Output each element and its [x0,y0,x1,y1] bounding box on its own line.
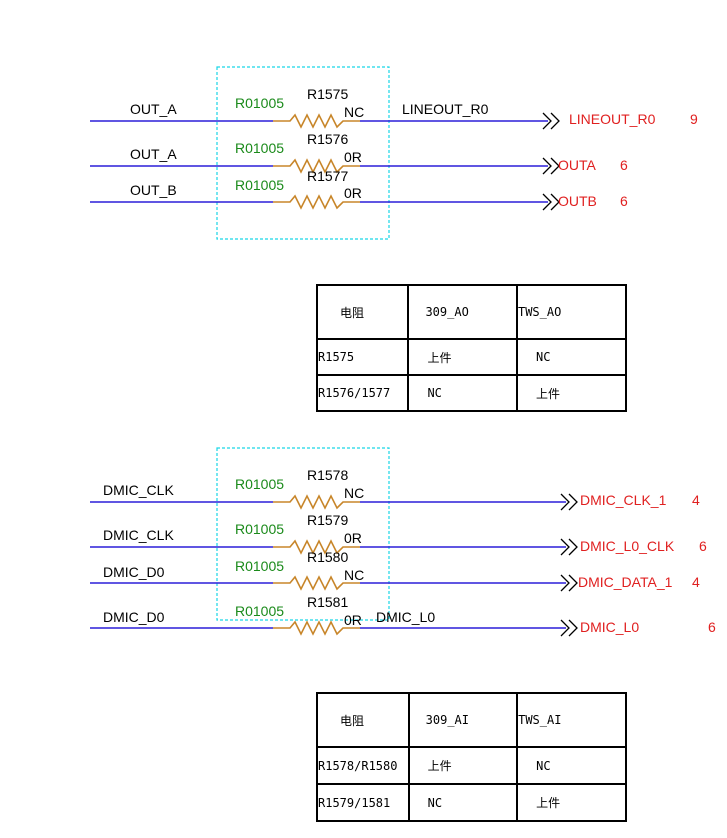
port-name[interactable]: LINEOUT_R0 [569,111,656,127]
resistor-value: NC [344,567,364,583]
resistor-r1577[interactable] [273,194,360,210]
port-name[interactable]: DMIC_DATA_1 [578,574,673,590]
ref-label: R01005 [235,95,284,111]
table-cell: R1575 [318,350,355,364]
resistor-ref: R1579 [307,512,348,528]
offpage-arrow-icon [560,574,570,592]
resistor-value: NC [344,485,364,501]
port-name[interactable]: OUTB [558,193,597,209]
port-page: 4 [692,492,700,508]
resistor-ref: R1577 [307,168,348,184]
table-cell: NC [535,350,551,364]
net-label-in: DMIC_CLK [103,527,174,543]
table-header-row: 电阻 309_AO TWS_AO [315,284,628,340]
table-cell: 上件 [536,796,561,810]
table-header-cell: 309_AO [425,305,469,319]
offpage-arrow-icon [550,193,560,211]
net-label-in: OUT_B [130,182,177,198]
resistor-r1580[interactable] [273,575,360,591]
port-page: 6 [620,157,628,173]
offpage-arrow-icon [568,619,578,637]
table-header-cell: 309_AI [425,713,470,727]
table-cell: R1578/R1580 [318,758,398,773]
offpage-arrow-icon [560,538,570,556]
ref-label: R01005 [235,177,284,193]
port-page: 6 [699,538,707,554]
table-cell: 上件 [427,759,452,773]
offpage-arrow-icon [550,112,560,130]
resistor-value: 0R [344,530,362,546]
resistor-ref: R1578 [307,467,348,483]
offpage-arrow-icon [542,157,552,175]
table-header-cell: TWS_AO [517,305,562,319]
table-header-cell: TWS_AI [518,713,562,727]
offpage-arrow-icon [568,538,578,556]
table-header-cell: 电阻 [340,713,365,728]
resistor-r1578[interactable] [273,494,360,510]
offpage-arrow-icon [560,619,570,637]
ref-label: R01005 [235,140,284,156]
offpage-arrow-icon [568,574,578,592]
net-label-in: DMIC_CLK [103,482,174,498]
ref-label: R01005 [235,603,284,619]
resistor-ref: R1580 [307,549,348,565]
port-name[interactable]: DMIC_L0 [580,619,639,635]
port-name[interactable]: DMIC_L0_CLK [580,538,675,554]
net-label-in: DMIC_D0 [103,609,165,625]
ref-label: R01005 [235,558,284,574]
port-page: 4 [692,574,700,590]
table-cell: NC [427,386,442,400]
port-page: 9 [690,111,698,127]
ref-label: R01005 [235,476,284,492]
group-box-ai [216,447,390,621]
table-row: R1579/1581 NC 上件 [316,783,627,822]
table-cell: 上件 [535,386,560,401]
resistor-r1581[interactable] [273,620,360,636]
resistor-r1579[interactable] [273,539,360,555]
table-row: R1578/R1580 上件 NC [316,746,627,785]
offpage-arrow-icon [542,193,552,211]
resistor-value: 0R [344,149,362,165]
net-label-in: DMIC_D0 [103,564,165,580]
offpage-arrow-icon [542,112,552,130]
resistor-ref: R1581 [307,594,348,610]
table-cell: 上件 [427,350,452,365]
ref-label: R01005 [235,521,284,537]
port-page: 6 [708,619,716,635]
resistor-value: 0R [344,612,362,628]
offpage-arrow-icon [550,157,560,175]
offpage-arrow-icon [568,493,578,511]
table-header-row: 电阻 309_AI TWS_AI [316,692,627,748]
resistor-r1575[interactable] [273,113,360,129]
table-cell: R1576/1577 [318,386,391,400]
resistor-value: NC [344,104,364,120]
resistor-r1576[interactable] [273,158,360,174]
resistor-value: 0R [344,185,362,201]
resistor-ref: R1575 [307,86,348,102]
port-name[interactable]: OUTA [558,157,597,173]
assembly-table-ao: 电阻 309_AO TWS_AO R1575 上件 NC R1576/1577 … [315,284,628,412]
net-label-in: OUT_A [130,146,177,162]
port-name[interactable]: DMIC_CLK_1 [580,492,667,508]
table-header-cell: 电阻 [340,305,365,320]
net-label-mid: DMIC_L0 [376,609,435,625]
net-label-in: OUT_A [130,101,177,117]
offpage-arrow-icon [560,493,570,511]
resistor-ref: R1576 [307,131,348,147]
port-page: 6 [620,193,628,209]
table-cell: R1579/1581 [318,795,391,810]
table-row: R1576/1577 NC 上件 [315,374,628,412]
table-row: R1575 上件 NC [315,338,628,376]
net-label-mid: LINEOUT_R0 [402,101,489,117]
assembly-table-ai: 电阻 309_AI TWS_AI R1578/R1580 上件 NC R1579… [316,692,627,822]
table-cell: NC [536,758,551,773]
table-cell: NC [427,795,443,810]
group-box-ao [216,66,390,240]
